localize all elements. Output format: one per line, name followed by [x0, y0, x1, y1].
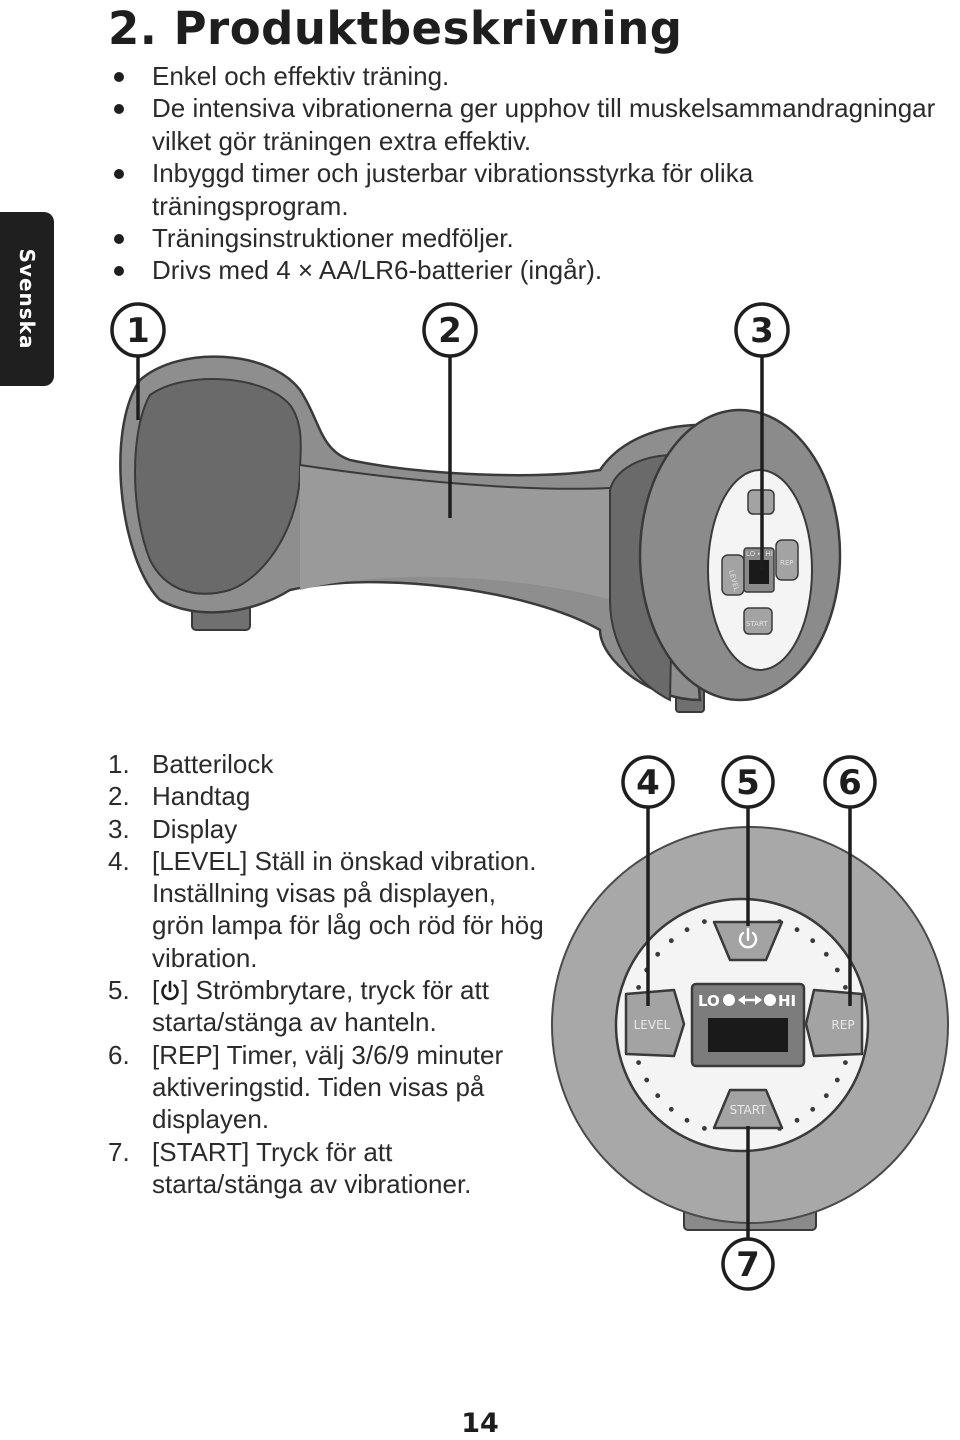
decorative-dot — [843, 1060, 848, 1065]
list-item: 7.[START] Tryck för att starta/stänga av… — [108, 1136, 472, 1199]
feature-item: De intensiva vibrationerna ger upphov ti… — [110, 92, 950, 157]
callout-7: 7 — [721, 1126, 775, 1291]
mini-rep-label: REP — [780, 559, 794, 567]
decorative-dot — [655, 951, 661, 957]
svg-text:4: 4 — [636, 763, 660, 803]
outer-ring — [551, 826, 949, 1224]
level-label: LEVEL — [634, 1018, 671, 1032]
decorative-dot — [644, 967, 650, 973]
decorative-dot — [668, 938, 674, 944]
decorative-dot — [684, 1117, 690, 1123]
display-housing — [690, 982, 806, 1068]
mini-start-label: START — [746, 620, 768, 628]
list-item: 2.Handtag — [108, 781, 251, 812]
feature-item: Enkel och effektiv träning. — [110, 60, 950, 92]
list-item: 5.[] Strömbrytare, tryck för att starta/… — [108, 975, 489, 1038]
decorative-dot — [843, 985, 848, 990]
decorative-dot — [702, 1126, 707, 1131]
start-button[interactable]: START — [712, 1088, 784, 1130]
svg-text:6: 6 — [838, 763, 862, 803]
decorative-dot — [834, 967, 840, 973]
callout-6: 6 — [823, 755, 877, 1006]
decorative-dot — [794, 1117, 800, 1123]
list-item: 1.Batterilock — [108, 749, 274, 779]
feature-list: Enkel och effektiv träning. De intensiva… — [110, 60, 950, 287]
timer-display — [708, 1018, 788, 1052]
decorative-dot — [668, 1106, 674, 1112]
power-icon — [738, 927, 758, 949]
decorative-dot — [834, 1077, 840, 1083]
svg-text:2: 2 — [438, 311, 462, 351]
decorative-dot — [636, 1060, 641, 1065]
hi-label: HI — [778, 992, 796, 1010]
page-number: 14 — [461, 1408, 499, 1439]
svg-text:7: 7 — [736, 1245, 760, 1285]
double-arrow-icon — [738, 995, 762, 1005]
svg-text:1: 1 — [126, 311, 150, 351]
decorative-dot — [794, 927, 800, 933]
decorative-dot — [810, 938, 816, 944]
decorative-dot — [644, 1077, 650, 1083]
hi-indicator-light — [764, 994, 776, 1006]
language-tab: Svenska — [0, 212, 54, 386]
power-button[interactable] — [712, 920, 784, 962]
callout-5: 5 — [721, 755, 775, 926]
level-button[interactable]: LEVEL — [624, 988, 686, 1058]
mini-lohi-label: LO ↔ HI — [746, 550, 773, 558]
rep-button[interactable]: REP — [804, 988, 864, 1058]
callout-1: 1 — [110, 302, 166, 420]
decorative-dot — [823, 951, 829, 957]
page-title: 2. Produktbeskrivning — [108, 2, 683, 55]
start-label: START — [729, 1103, 767, 1117]
decorative-dot — [702, 919, 707, 924]
decorative-dot — [636, 985, 641, 990]
list-item: 6.[REP] Timer, välj 3/6/9 minuter aktive… — [108, 1039, 504, 1135]
battery-cover — [134, 378, 302, 595]
feature-item: Drivs med 4 × AA/LR6-batterier (ingår). — [110, 254, 950, 286]
decorative-dot — [810, 1106, 816, 1112]
svg-text:5: 5 — [736, 763, 760, 803]
handle — [300, 465, 612, 600]
decorative-dot — [655, 1093, 661, 1099]
callout-2: 2 — [422, 302, 478, 518]
lo-indicator-light — [723, 994, 735, 1006]
decorative-dot — [684, 927, 690, 933]
dumbbell-illustration: LO ↔ HI LEVEL REP START 1 2 3 — [110, 302, 842, 713]
svg-text:3: 3 — [750, 311, 774, 351]
list-item: 3.Display — [108, 813, 238, 844]
feature-item: Inbyggd timer och justerbar vibrationsst… — [110, 157, 950, 222]
feature-item: Träningsinstruktioner medföljer. — [110, 222, 950, 254]
list-item: 4.[LEVEL] Ställ in önskad vibration. Ins… — [108, 845, 544, 973]
callout-3: 3 — [734, 302, 790, 570]
decorative-dot — [823, 1093, 829, 1099]
rep-label: REP — [831, 1018, 854, 1032]
power-icon — [161, 980, 180, 1001]
lo-label: LO — [698, 992, 720, 1010]
mini-display — [749, 560, 769, 584]
parts-list: 1.Batterilock 2.Handtag 3.Display 4.[LEV… — [108, 748, 548, 1200]
callout-4: 4 — [621, 755, 675, 1006]
